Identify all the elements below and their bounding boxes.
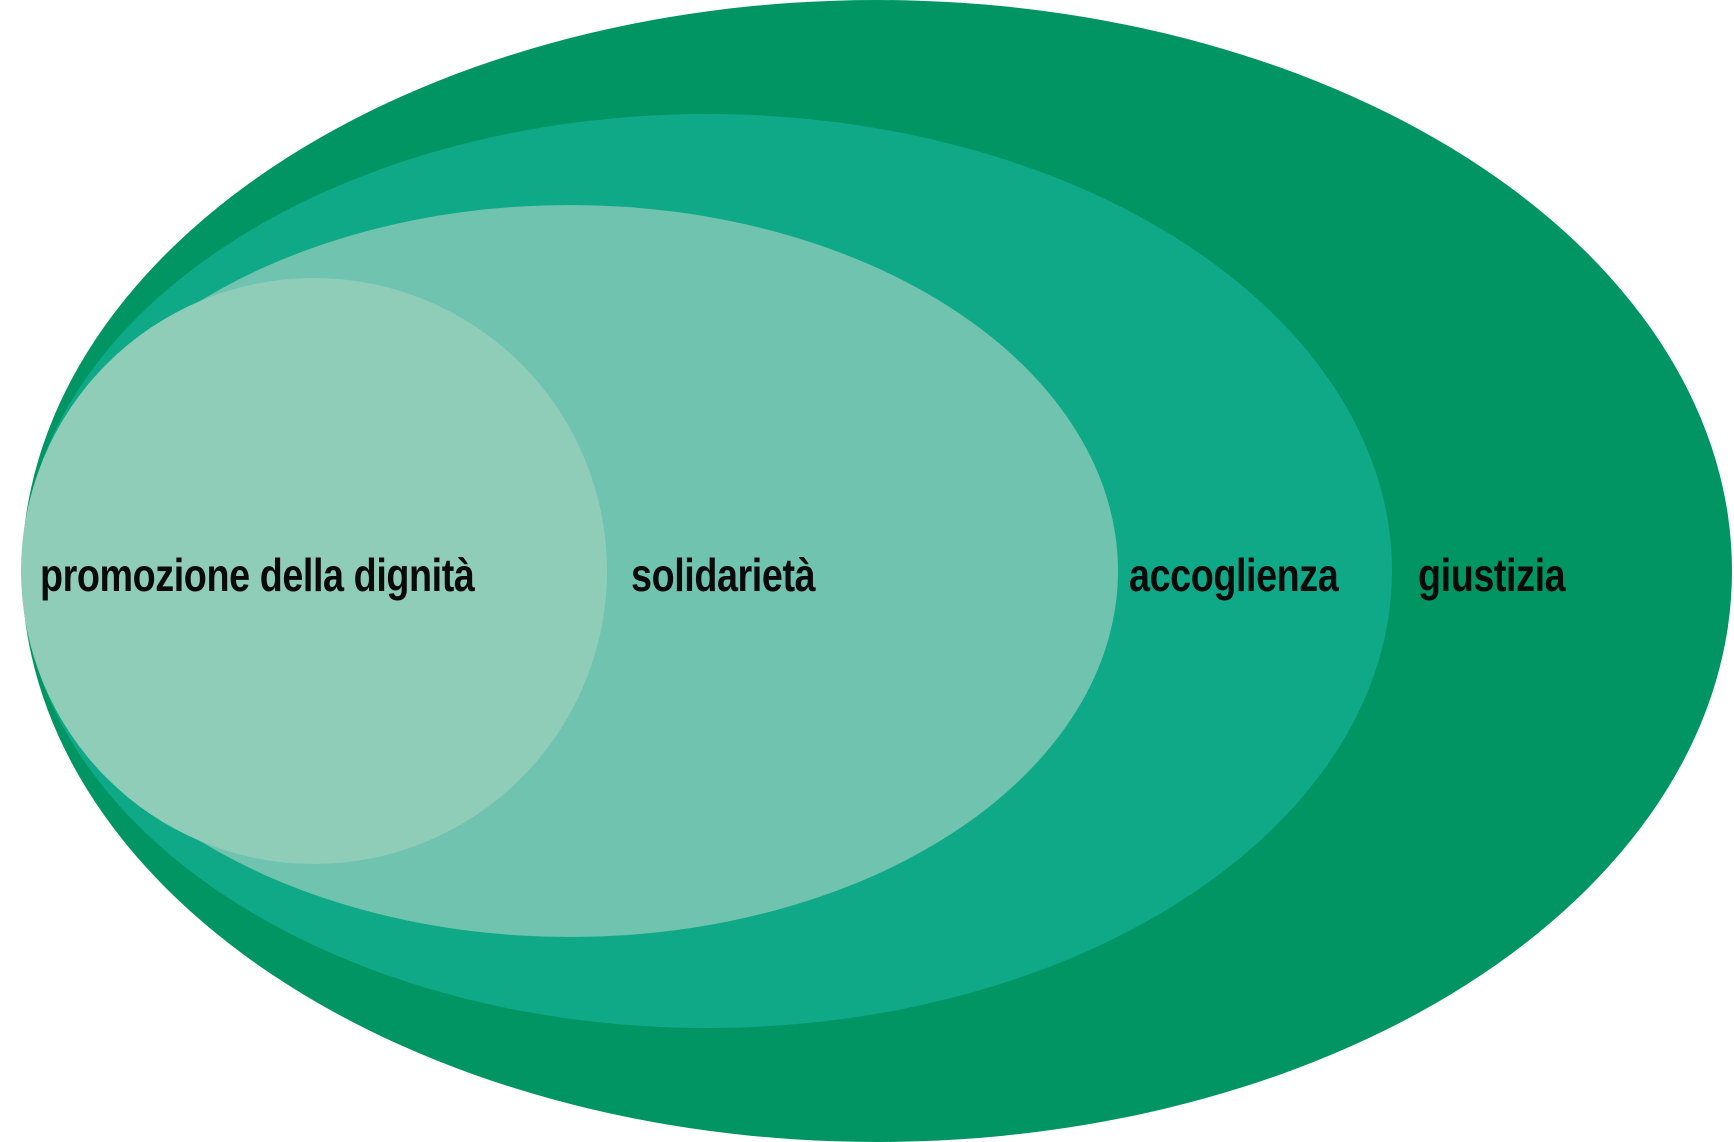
label-solidarieta: solidarietà: [631, 549, 816, 601]
ellipse-promozione-dignita: [21, 278, 607, 864]
label-giustizia: giustizia: [1418, 549, 1566, 601]
label-promozione-dignita: promozione della dignità: [40, 549, 475, 601]
label-accoglienza: accoglienza: [1129, 549, 1339, 601]
